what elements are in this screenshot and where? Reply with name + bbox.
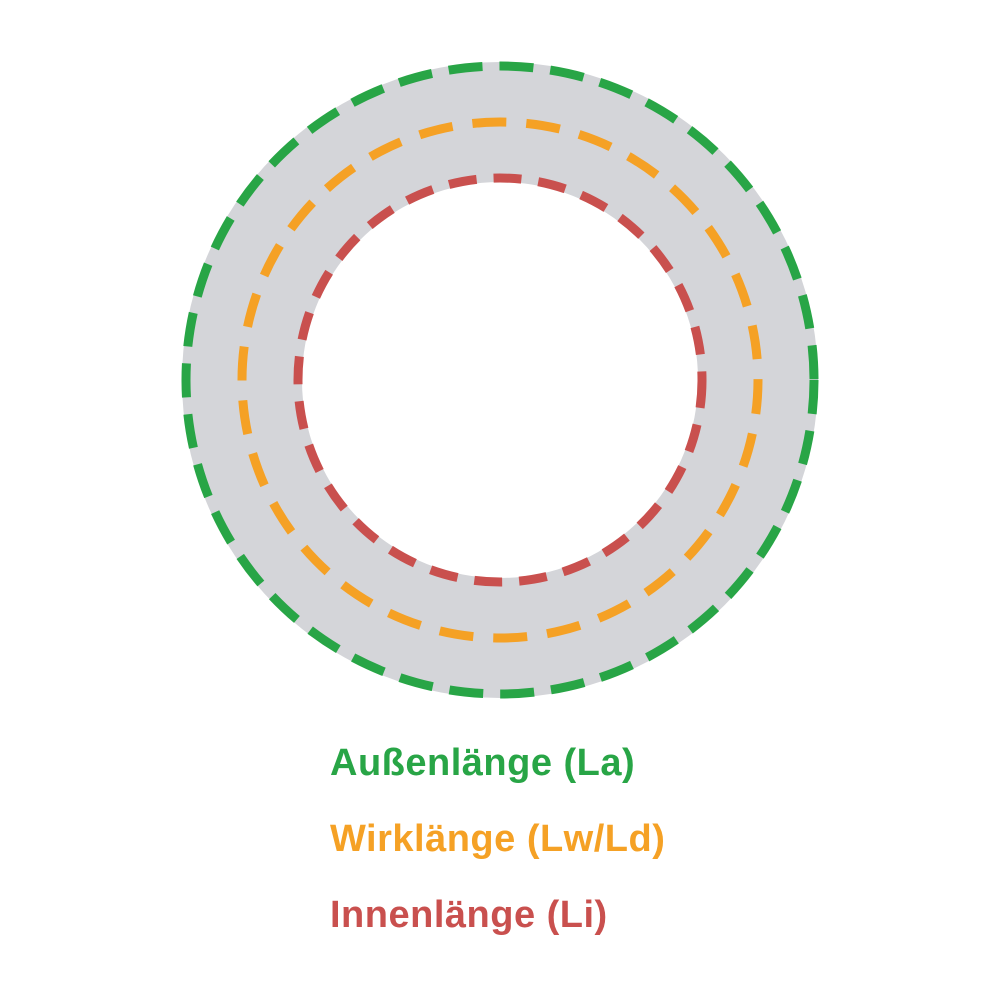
effective-length-circle <box>237 117 763 643</box>
inner-length-circle <box>293 173 707 587</box>
outer-length-label: Außenlänge (La) <box>330 742 636 784</box>
inner-length-label: Innenlänge (Li) <box>330 894 608 936</box>
effective-length-label: Wirklänge (Lw/Ld) <box>330 818 666 860</box>
outer-length-circle <box>181 61 819 699</box>
